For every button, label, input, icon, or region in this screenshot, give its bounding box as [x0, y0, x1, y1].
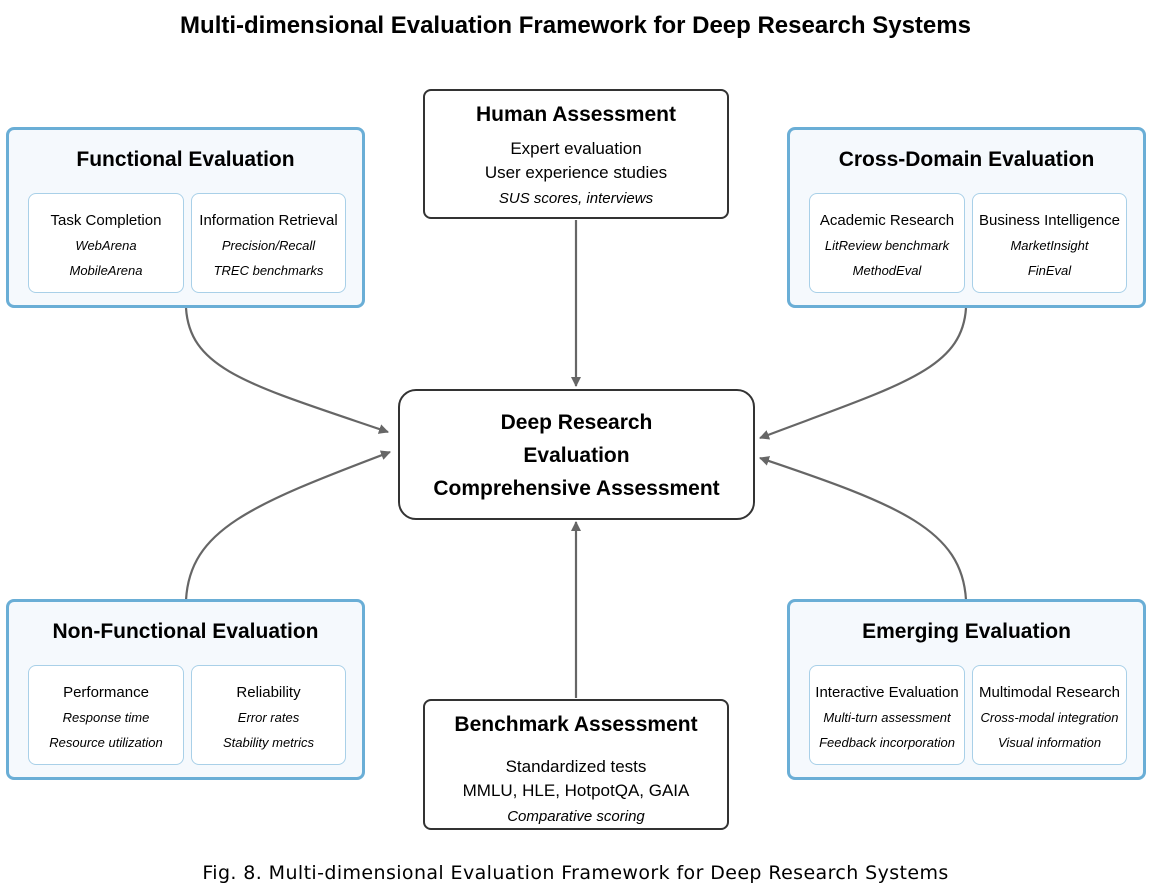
- box-title: Benchmark Assessment: [454, 713, 698, 736]
- sub-item: Multi-turn assessment: [823, 710, 951, 725]
- group-title: Non-Functional Evaluation: [52, 620, 319, 643]
- arrow-functional: [184, 307, 389, 434]
- sub-title: Information Retrieval: [199, 212, 338, 229]
- center-line: Evaluation: [523, 444, 630, 467]
- sub-title: Performance: [63, 684, 149, 701]
- arrow-cross-domain: [759, 307, 968, 440]
- center-line: Deep Research: [500, 411, 653, 434]
- sub-item: MobileArena: [69, 263, 143, 278]
- task-completion-box: Task Completion WebArena MobileArena: [28, 193, 184, 293]
- center-line: Comprehensive Assessment: [433, 477, 720, 500]
- sub-title: Multimodal Research: [979, 684, 1120, 701]
- sub-item: Visual information: [997, 735, 1102, 750]
- figure-caption: Fig. 8. Multi-dimensional Evaluation Fra…: [202, 862, 949, 884]
- arrow-non-functional: [184, 450, 391, 601]
- human-assessment-box: Human Assessment Expert evaluation User …: [423, 89, 729, 219]
- sub-title: Business Intelligence: [979, 212, 1120, 229]
- box-line: MMLU, HLE, HotpotQA, GAIA: [462, 781, 690, 800]
- business-intelligence-box: Business Intelligence MarketInsight FinE…: [972, 193, 1127, 293]
- box-line: Standardized tests: [505, 757, 647, 776]
- academic-research-box: Academic Research LitReview benchmark Me…: [809, 193, 965, 293]
- sub-title: Reliability: [236, 684, 301, 701]
- group-title: Cross-Domain Evaluation: [838, 148, 1095, 171]
- box-line: User experience studies: [484, 163, 668, 182]
- sub-item: FinEval: [1027, 263, 1072, 278]
- sub-item: WebArena: [75, 238, 137, 253]
- information-retrieval-box: Information Retrieval Precision/Recall T…: [191, 193, 346, 293]
- sub-item: Cross-modal integration: [980, 710, 1119, 725]
- interactive-evaluation-box: Interactive Evaluation Multi-turn assess…: [809, 665, 965, 765]
- functional-evaluation-group: Functional Evaluation Task Completion We…: [6, 127, 365, 308]
- sub-item: Stability metrics: [222, 735, 315, 750]
- non-functional-evaluation-group: Non-Functional Evaluation Performance Re…: [6, 599, 365, 780]
- sub-title: Task Completion: [50, 212, 162, 229]
- sub-item: Feedback incorporation: [819, 735, 955, 750]
- sub-item: LitReview benchmark: [824, 238, 950, 253]
- group-title: Functional Evaluation: [76, 148, 295, 171]
- sub-item: TREC benchmarks: [213, 263, 324, 278]
- sub-item: Precision/Recall: [221, 238, 316, 253]
- emerging-evaluation-group: Emerging Evaluation Interactive Evaluati…: [787, 599, 1146, 780]
- group-title: Emerging Evaluation: [862, 620, 1071, 643]
- box-note: SUS scores, interviews: [498, 190, 654, 207]
- box-title: Human Assessment: [476, 103, 676, 126]
- box-line: Expert evaluation: [510, 139, 642, 158]
- cross-domain-evaluation-group: Cross-Domain Evaluation Academic Researc…: [787, 127, 1146, 308]
- sub-item: Resource utilization: [49, 735, 163, 750]
- diagram-title: Multi-dimensional Evaluation Framework f…: [180, 12, 971, 39]
- reliability-box: Reliability Error rates Stability metric…: [191, 665, 346, 765]
- sub-item: MarketInsight: [1010, 238, 1089, 253]
- multimodal-research-box: Multimodal Research Cross-modal integrat…: [972, 665, 1127, 765]
- performance-box: Performance Response time Resource utili…: [28, 665, 184, 765]
- box-note: Comparative scoring: [507, 808, 645, 825]
- sub-item: Error rates: [237, 710, 300, 725]
- sub-item: MethodEval: [852, 263, 922, 278]
- sub-title: Academic Research: [819, 212, 955, 229]
- sub-item: Response time: [62, 710, 150, 725]
- arrow-emerging: [759, 456, 968, 601]
- benchmark-assessment-box: Benchmark Assessment Standardized tests …: [423, 699, 729, 830]
- sub-title: Interactive Evaluation: [815, 684, 959, 701]
- deep-research-evaluation-box: Deep Research Evaluation Comprehensive A…: [398, 389, 755, 520]
